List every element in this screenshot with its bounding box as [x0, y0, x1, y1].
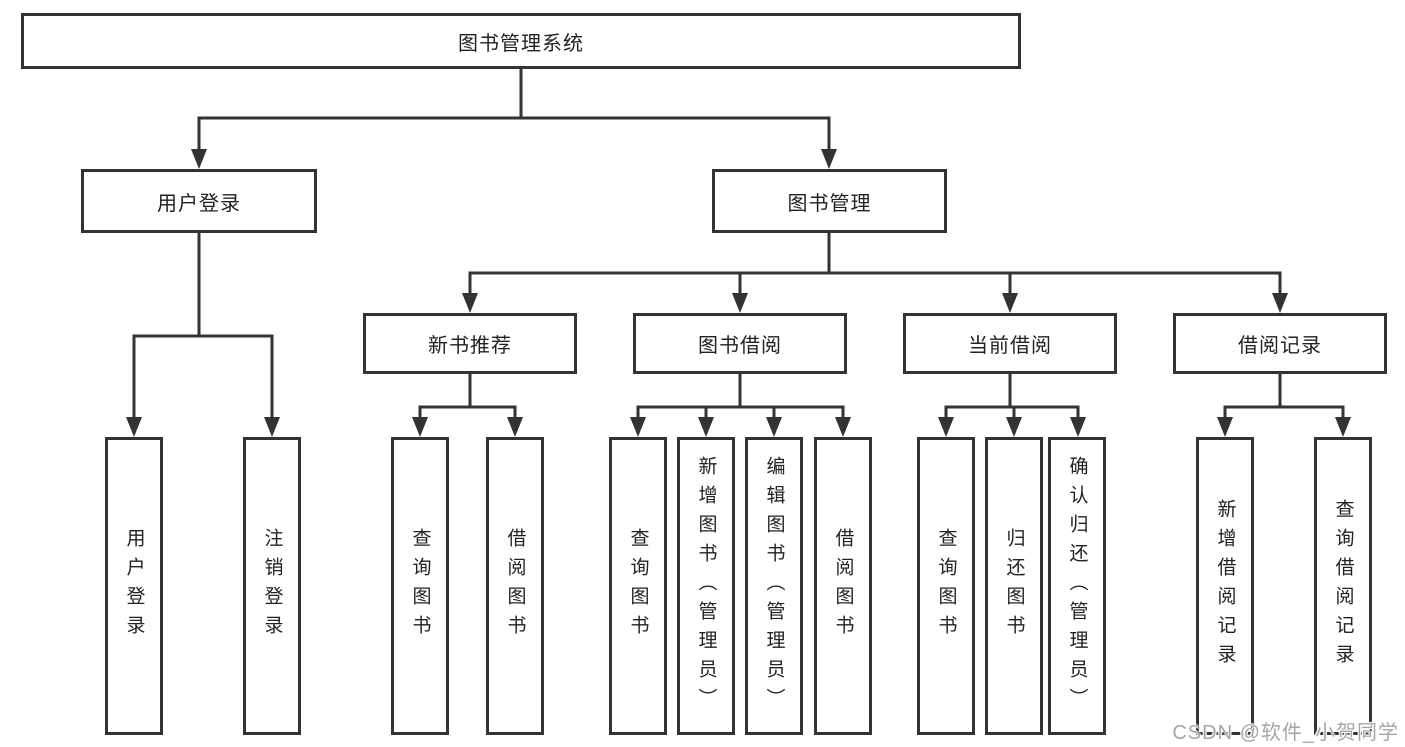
csdn-watermark: CSDN @软件_小贺同学 [1172, 722, 1399, 744]
leaf-user-login: 用户登录 [105, 437, 163, 735]
leaf-query-borrow-record: 查询借阅记录 [1314, 437, 1372, 735]
leaf-label: 确认归还（管理员） [1066, 455, 1088, 717]
leaf-label: 借阅图书 [832, 528, 854, 644]
node-library-management-system: 图书管理系统 [21, 13, 1021, 69]
leaf-borrow-books: 借阅图书 [814, 437, 872, 735]
node-book-management: 图书管理 [712, 169, 947, 233]
leaf-label: 查询图书 [409, 528, 431, 644]
leaf-confirm-return-admin: 确认归还（管理员） [1048, 437, 1106, 735]
leaf-label: 查询图书 [935, 528, 957, 644]
node-user-login: 用户登录 [81, 169, 317, 233]
node-label: 当前借阅 [968, 335, 1052, 357]
leaf-logout: 注销登录 [243, 437, 301, 735]
node-label: 新书推荐 [428, 335, 512, 357]
node-label: 图书管理 [787, 192, 872, 215]
leaf-query-books: 查询图书 [391, 437, 449, 735]
leaf-label: 编辑图书（管理员） [763, 455, 785, 717]
leaf-query-books: 查询图书 [917, 437, 975, 735]
node-label: 图书管理系统 [458, 32, 584, 55]
leaf-label: 查询借阅记录 [1332, 499, 1354, 673]
node-label: 图书借阅 [698, 335, 782, 357]
leaf-borrow-books: 借阅图书 [486, 437, 544, 735]
leaf-return-books: 归还图书 [985, 437, 1043, 735]
leaf-edit-books-admin: 编辑图书（管理员） [745, 437, 803, 735]
node-borrow-record: 借阅记录 [1173, 313, 1387, 374]
leaf-label: 注销登录 [261, 528, 283, 644]
leaf-label: 归还图书 [1003, 528, 1025, 644]
leaf-label: 新增图书（管理员） [695, 455, 717, 717]
leaf-add-books-admin: 新增图书（管理员） [677, 437, 735, 735]
node-label: 借阅记录 [1238, 335, 1322, 357]
leaf-add-borrow-record: 新增借阅记录 [1196, 437, 1254, 735]
leaf-label: 查询图书 [627, 528, 649, 644]
leaf-label: 新增借阅记录 [1214, 499, 1236, 673]
leaf-query-books: 查询图书 [609, 437, 667, 735]
node-book-borrow: 图书借阅 [633, 313, 847, 374]
leaf-label: 借阅图书 [504, 528, 526, 644]
node-current-borrow: 当前借阅 [903, 313, 1117, 374]
node-label: 用户登录 [157, 192, 241, 215]
leaf-label: 用户登录 [123, 528, 145, 644]
node-new-book-recommend: 新书推荐 [363, 313, 577, 374]
